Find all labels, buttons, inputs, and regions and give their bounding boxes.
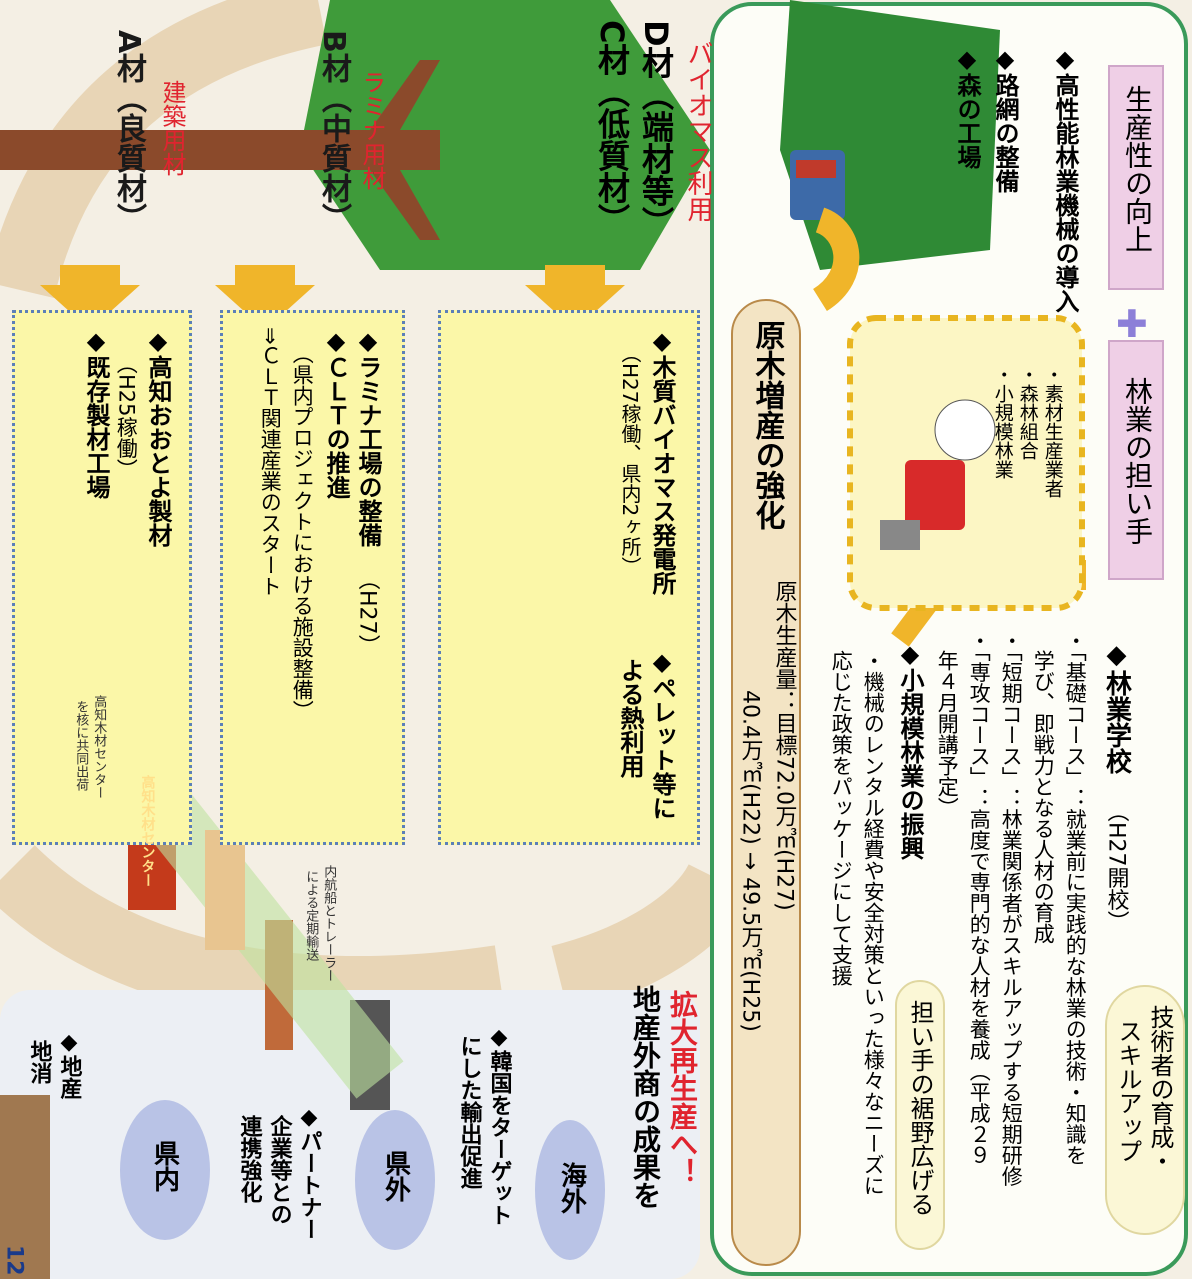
grade-c-label: C材（低質材） bbox=[593, 20, 631, 236]
small-forestry-line: ・機械のレンタル経費や安全対策といった様々なニーズに bbox=[861, 650, 886, 1196]
school-line: ・「基礎コース」：就業前に実践的な林業の技術・知識を bbox=[1063, 630, 1088, 1166]
productivity-item: ◆高性能林業機械の導入 bbox=[1051, 45, 1079, 313]
workforce-type: ・素材生産業者 bbox=[1041, 365, 1064, 498]
broaden-cloud-text: 担い手の裾野広げる bbox=[906, 1000, 934, 1216]
arrow-icon bbox=[812, 207, 860, 312]
local-line: ◆地産 bbox=[56, 1030, 82, 1099]
local-line: 地消 bbox=[26, 1040, 52, 1084]
lamina-box: ◆ラミナ工場の整備 （H27） ◆ＣＬＴの推進 （県内プロジェクトにおける施設整… bbox=[220, 310, 405, 845]
small-forestry-heading: ◆小規模林業の振興 bbox=[896, 640, 924, 860]
arrow-icon bbox=[215, 265, 315, 330]
grade-a-label: A材（良質材） bbox=[111, 30, 146, 234]
broaden-cloud: 担い手の裾野広げる bbox=[895, 980, 945, 1250]
arrow-icon bbox=[40, 265, 140, 330]
clt-note: （県内プロジェクトにおける施設整備） bbox=[290, 343, 315, 721]
school-heading: ◆林業学校 bbox=[1101, 640, 1132, 774]
skill-cloud-line: 技術者の育成・ bbox=[1146, 1005, 1174, 1173]
workforce-type: ・森林組合 bbox=[1016, 365, 1039, 460]
school-heading-note: （H27開校） bbox=[1103, 800, 1129, 933]
productivity-item: ◆路網の整備 bbox=[991, 45, 1019, 193]
grade-d-label: D材（端材等） bbox=[637, 20, 675, 239]
lamina-heading-note: （H27） bbox=[354, 568, 380, 657]
transport-caption: による定期輸送 bbox=[303, 870, 319, 961]
center-caption: 高知木材センター bbox=[91, 695, 107, 799]
clt-start: ⇒ＣＬＴ関連産業のスタート bbox=[258, 327, 283, 597]
center-caption: を核に共同出荷 bbox=[73, 700, 89, 791]
timber-actual: 40.4万㎥(H22) → 49.5万㎥(H25) bbox=[737, 690, 763, 1032]
lamina-heading: ◆ラミナ工場の整備 bbox=[354, 327, 382, 547]
pellet-line: ◆ペレット等に bbox=[648, 648, 676, 820]
outside-label: 県外 bbox=[380, 1150, 411, 1202]
school-line: ・「短期コース」：林業関係者がスキルアップする短期研修 bbox=[999, 630, 1024, 1187]
timber-target: 原木生産量：目標72.0万㎥(H27) bbox=[771, 580, 797, 911]
log-cylinder bbox=[731, 299, 801, 1266]
grade-a-use: 建築用材 bbox=[158, 80, 186, 176]
existing-sawmill: ◆既存製材工場 bbox=[82, 327, 110, 499]
cycle-arrow-right bbox=[551, 862, 752, 1014]
cycle-arrow-bottom bbox=[0, 844, 506, 1026]
biomass-note: （H27稼働、県内2ヶ所） bbox=[618, 343, 642, 577]
biomass-heading: ◆木質バイオマス発電所 bbox=[648, 327, 676, 595]
sawmill-heading: ◆高知おおとよ製材 bbox=[144, 327, 172, 547]
school-line: 年４月開講予定） bbox=[935, 650, 960, 818]
skill-cloud-line: スキルアップ bbox=[1114, 1019, 1142, 1163]
timber-center-label: 高知木材センター bbox=[139, 775, 156, 887]
pellet-line: よる熱利用 bbox=[616, 658, 644, 778]
outside-oval: 県外 bbox=[355, 1110, 435, 1250]
biomass-box: ◆木質バイオマス発電所 （H27稼働、県内2ヶ所） ◆ペレット等に よる熱利用 bbox=[438, 310, 700, 845]
trunk-icon bbox=[0, 130, 440, 170]
workforce-title: 林業の担い手 bbox=[1121, 377, 1154, 545]
partner-line: 連携強化 bbox=[236, 1115, 262, 1203]
workforce-type: ・小規模林業 bbox=[991, 365, 1014, 479]
workforce-title-box: 林業の担い手 bbox=[1108, 340, 1164, 580]
productivity-title-box: 生産性の向上 bbox=[1108, 65, 1164, 290]
grade-cd-use: バイオマス利用 bbox=[683, 40, 713, 222]
overseas-label: 海外 bbox=[556, 1162, 587, 1214]
timber-title: 原木増産の強化 bbox=[749, 320, 785, 530]
sawmill-note: （H25稼働） bbox=[114, 353, 139, 480]
overseas-oval: 海外 bbox=[535, 1120, 605, 1260]
small-forestry-line: 応じた政策をパッケージにして支援 bbox=[829, 650, 854, 986]
arrow-icon bbox=[525, 265, 625, 330]
clt-heading: ◆ＣＬＴの推進 bbox=[322, 327, 350, 499]
page-number: 12 bbox=[1, 1245, 27, 1276]
grade-b-label: B材（中質材） bbox=[316, 30, 351, 233]
worker-icon bbox=[934, 399, 996, 461]
expansion-subtitle: 地産外商の成果を bbox=[629, 985, 662, 1209]
korea-line: にした輸出促進 bbox=[456, 1035, 482, 1189]
school-line: 学び、即戦力となる人材の育成 bbox=[1031, 650, 1056, 944]
sawmill-box: ◆高知おおとよ製材 （H25稼働） ◆既存製材工場 bbox=[12, 310, 192, 845]
skill-cloud: 技術者の育成・ スキルアップ bbox=[1105, 985, 1185, 1235]
transport-caption: 内航船とトレーラー bbox=[321, 865, 337, 982]
productivity-title: 生産性の向上 bbox=[1121, 85, 1154, 253]
partner-line: 企業等との bbox=[266, 1115, 292, 1225]
korea-line: ◆韓国をターゲット bbox=[486, 1025, 512, 1226]
school-line: ・「専攻コース」：高度で専門的な人材を養成（平成２９ bbox=[967, 630, 992, 1166]
plus-icon: ✚ bbox=[1116, 302, 1148, 346]
productivity-item: ◆森の工場 bbox=[953, 45, 981, 169]
grade-b-use: ラミナ用材 bbox=[358, 70, 386, 190]
cycle-arrow-top bbox=[0, 0, 328, 299]
expansion-title: 拡大再生産へ！ bbox=[666, 990, 699, 1186]
inside-oval: 県内 bbox=[120, 1100, 210, 1240]
partner-line: ◆パートナー bbox=[296, 1105, 322, 1240]
house-photo bbox=[0, 1095, 50, 1279]
inside-label: 県内 bbox=[149, 1140, 180, 1192]
